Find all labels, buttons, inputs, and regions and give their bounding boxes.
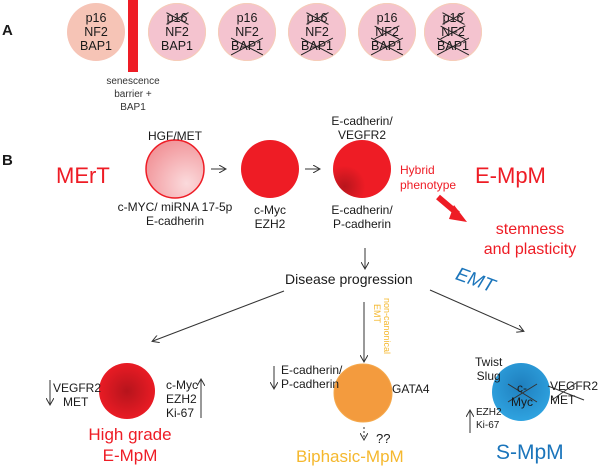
stage3-top-label: E-cadherin/ VEGFR2: [326, 114, 398, 142]
gene-nf2: NF2: [305, 25, 329, 39]
stage2-bottom-label: c-Myc EZH2: [245, 203, 295, 231]
gene-lost-bap1: BAP1: [231, 39, 263, 53]
smpm-up-1: EZH2: [476, 407, 502, 418]
smpm-right-1: VEGFR2: [550, 379, 599, 393]
stemness-line-1: stemness: [495, 221, 565, 238]
smpm-right-2: MET: [550, 393, 576, 407]
noncanonical-line-2: EMT: [372, 304, 382, 323]
vegfr2-cross-2: [551, 382, 577, 401]
unknown-label: ??: [376, 431, 391, 446]
mert-label: MErT: [56, 163, 110, 188]
hg-down-2: MET: [63, 395, 89, 409]
hg-up-2: EZH2: [166, 392, 197, 406]
smpm-top-2: Slug: [476, 369, 501, 383]
disease-progression-label: Disease progression: [285, 271, 413, 287]
bi-down-2: P-cadherin: [281, 377, 340, 391]
smpm-inner-lost: c- Myc: [510, 381, 534, 409]
stemness-label: stemness and plasticity: [465, 220, 595, 260]
noncanonical-emt-label: non-canonical EMT: [368, 298, 392, 354]
branch-right: [429, 289, 523, 331]
gene-bap1: BAP1: [80, 39, 112, 53]
smpm-up-markers: EZH2 Ki-67: [476, 406, 502, 432]
gene-lost-p16: p16: [166, 11, 188, 25]
gene-p16: p16: [236, 11, 258, 25]
panel-b-label: B: [2, 152, 13, 169]
gene-lost-p16: p16: [306, 11, 328, 25]
smpm-top-1: Twist: [475, 355, 503, 369]
panel-a-label: A: [2, 22, 13, 39]
hybrid-arrow-head: [449, 205, 467, 222]
gene-nf2: NF2: [165, 25, 189, 39]
smpm-top-markers: Twist Slug: [475, 355, 502, 383]
gene-nf2: NF2: [235, 25, 259, 39]
vegfr2-cross-1: [547, 385, 585, 401]
biphasic-down-markers: E-cadherin/ P-cadherin: [281, 363, 342, 391]
stage3-top-line-1: E-cadherin/: [331, 114, 393, 128]
high-grade-up-markers: c-Myc EZH2 Ki-67: [166, 378, 198, 420]
biphasic-circle: [333, 363, 393, 423]
gene-lost-nf2: NF2: [441, 25, 465, 39]
hybrid-line-2: phenotype: [400, 178, 457, 192]
gene-nf2: NF2: [84, 25, 108, 39]
smpm-up-2: Ki-67: [476, 420, 500, 431]
barrier-line-2: barrier +: [114, 89, 152, 100]
gene-lost-bap1: BAP1: [437, 39, 469, 53]
stage3-top-line-2: VEGFR2: [337, 128, 386, 142]
stage1-circle: [145, 139, 205, 199]
stage3-bottom-label: E-cadherin/ P-cadherin: [326, 203, 398, 231]
smpm-title: S-MpM: [496, 441, 564, 464]
hybrid-line-1: Hybrid: [400, 163, 435, 177]
stage3-bottom-line-2: P-cadherin: [332, 217, 392, 231]
barrier-line-3: BAP1: [120, 102, 146, 113]
gene-lost-nf2: NF2: [375, 25, 399, 39]
high-grade-title: High grade E-MpM: [70, 424, 190, 466]
gene-p16: p16: [376, 11, 398, 25]
stage1-top-label: HGF/MET: [148, 129, 202, 143]
barrier-line-1: senescence: [106, 76, 160, 87]
empm-label: E-MpM: [475, 163, 546, 188]
stage1-bottom-line-1: c-MYC/ miRNA 17-5p: [117, 200, 233, 214]
hg-up-1: c-Myc: [166, 378, 198, 392]
branch-left: [153, 290, 285, 341]
hybrid-phenotype-label: Hybrid phenotype: [400, 163, 456, 193]
cmyc-cross-2: [507, 383, 538, 403]
hg-title-1: High grade: [88, 425, 172, 444]
noncanonical-line-1: non-canonical: [382, 298, 392, 355]
gene-p16: p16: [85, 11, 107, 25]
senescence-barrier-label: senescence barrier + BAP1: [100, 75, 166, 114]
stage3-bottom-line-1: E-cadherin/: [331, 203, 393, 217]
stage1-bottom-line-2: E-cadherin: [145, 214, 205, 228]
stemness-line-2: and plasticity: [483, 241, 577, 258]
hg-up-3: Ki-67: [166, 406, 195, 420]
gene-lost-bap1: BAP1: [301, 39, 333, 53]
high-grade-down-markers: VEGFR2 MET: [53, 381, 101, 409]
gene-lost-p16: p16: [442, 11, 464, 25]
stage2-line-1: c-Myc: [254, 203, 286, 217]
biphasic-title: Biphasic-MpM: [296, 447, 404, 466]
smpm-right-lost: VEGFR2 MET: [550, 379, 598, 407]
high-grade-circle: [99, 363, 155, 419]
smpm-inner-2: Myc: [511, 395, 533, 409]
senescence-barrier-bar: [128, 0, 138, 72]
stage3-circle: [333, 140, 391, 198]
gata4-label: GATA4: [392, 382, 430, 396]
bi-down-1: E-cadherin/: [281, 363, 343, 377]
gene-lost-bap1: BAP1: [371, 39, 403, 53]
smpm-inner-1: c-: [517, 381, 527, 395]
hg-down-1: VEGFR2: [53, 381, 102, 395]
gene-bap1: BAP1: [161, 39, 193, 53]
stage1-bottom-label: c-MYC/ miRNA 17-5p E-cadherin: [110, 200, 240, 228]
stage2-line-2: EZH2: [254, 217, 286, 231]
stage2-circle: [241, 140, 299, 198]
hg-title-2: E-MpM: [102, 446, 158, 465]
